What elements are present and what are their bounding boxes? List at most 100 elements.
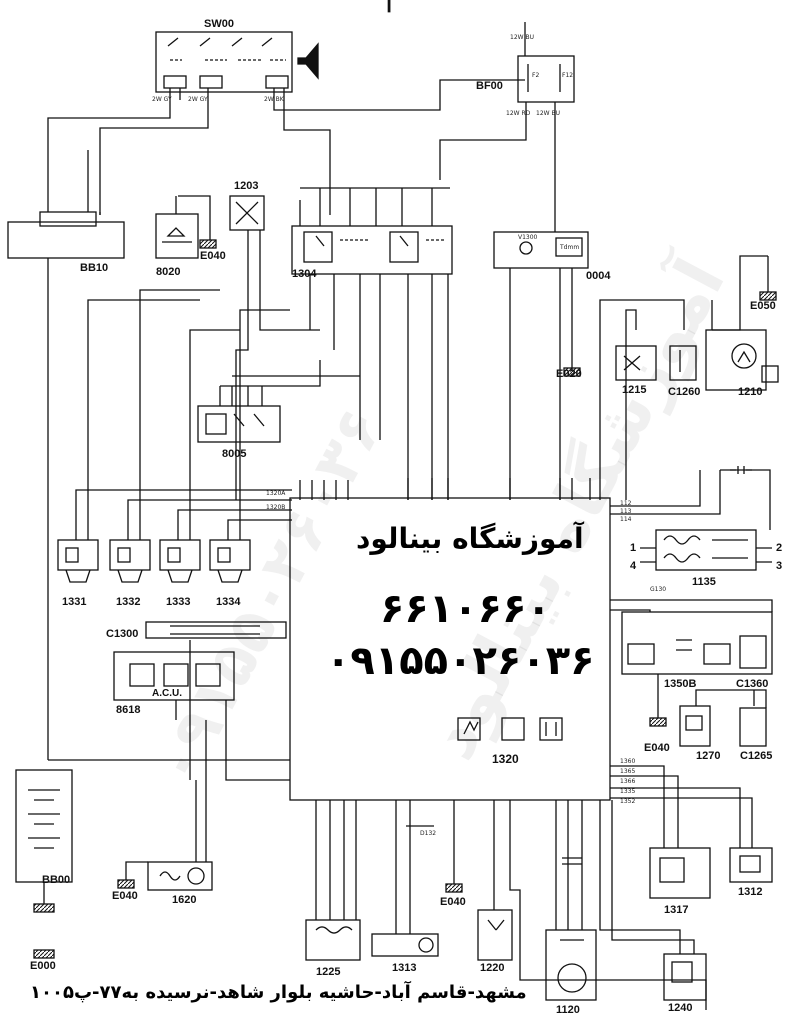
c1265-box — [739, 707, 767, 747]
pin-label: 1335 — [620, 788, 636, 795]
label-e040-mid: E040 — [644, 742, 670, 754]
c1135-box — [655, 529, 757, 571]
label-c1300: C1300 — [106, 628, 139, 640]
label-8618: 8618 — [116, 704, 141, 716]
label-e040-top: E040 — [200, 250, 226, 262]
c8020-box — [155, 213, 199, 259]
school-address: مشهد-قاسم آباد-حاشیه بلوار شاهد-نرسیده ب… — [30, 982, 527, 1003]
pin-label: 1365 — [620, 768, 636, 775]
label-bb10: BB10 — [80, 262, 109, 274]
label-e000: E000 — [30, 960, 56, 972]
c1620-box — [147, 861, 213, 891]
label-1620: 1620 — [172, 894, 197, 906]
label-1332: 1332 — [116, 596, 141, 608]
c1220-box — [477, 909, 513, 961]
label-e050: E050 — [750, 300, 776, 312]
c1260-box — [669, 345, 697, 381]
c1334-box — [209, 539, 251, 571]
c1331-box — [57, 539, 99, 571]
label-1350b: 1350B — [664, 678, 697, 690]
wire-label: 2W GY — [152, 96, 172, 103]
bb10-box — [7, 221, 125, 259]
c1333-box — [159, 539, 201, 571]
pin-label: 114 — [620, 516, 632, 523]
c1350b-box — [621, 611, 773, 675]
label-sw00: SW00 — [204, 18, 234, 30]
label-1331: 1331 — [62, 596, 87, 608]
label-e020: E020 — [556, 368, 582, 380]
pin-1135-3: 3 — [776, 560, 783, 572]
wire-label: 12W BU — [510, 34, 534, 41]
c1313-box — [371, 933, 439, 957]
c1270-box — [679, 705, 711, 747]
pin-1135-2: 2 — [776, 542, 783, 554]
label-bf00: BF00 — [476, 80, 503, 92]
c1120-box — [545, 929, 597, 1001]
label-1313: 1313 — [392, 962, 417, 974]
wire-label: 12W RD — [506, 110, 531, 117]
label-e040-low: E040 — [112, 890, 138, 902]
bf00-box — [517, 55, 575, 103]
c1332-box — [109, 539, 151, 571]
label-1333: 1333 — [166, 596, 191, 608]
pin-label: 1366 — [620, 778, 636, 785]
sw00-box — [155, 31, 293, 93]
label-1210: 1210 — [738, 386, 763, 398]
label-e040-b: E040 — [440, 896, 466, 908]
pin-label: D132 — [420, 830, 437, 837]
pin-1135-1: 1 — [630, 542, 637, 554]
pin-label: 1352 — [620, 798, 636, 805]
wire-label: 2W GY — [188, 96, 208, 103]
school-phone-2: ۰۹۱۵۵۰۲۶۰۳۶ — [326, 638, 595, 684]
c1317-box — [649, 847, 711, 899]
header-fragment: آ — [386, 0, 393, 17]
label-c1260: C1260 — [668, 386, 701, 398]
acu-box — [113, 651, 235, 701]
school-phone-1: ۶۶۱۰۶۶۰ — [380, 586, 551, 632]
pin-label: 112 — [620, 500, 632, 507]
c1240-box — [663, 953, 707, 1001]
school-name: آموزشگاه بینالود — [356, 522, 584, 555]
label-bb00: BB00 — [42, 874, 71, 886]
c1304-box — [291, 225, 453, 275]
label-1317: 1317 — [664, 904, 689, 916]
label-c1360: C1360 — [736, 678, 769, 690]
c0004-box — [493, 231, 589, 269]
label-1215: 1215 — [622, 384, 647, 396]
pin-label: 1320A — [266, 490, 286, 497]
label-1220: 1220 — [480, 962, 505, 974]
bb00-box — [15, 769, 73, 883]
c1320-box — [289, 497, 611, 801]
label-0004: 0004 — [586, 270, 611, 282]
label-8020: 8020 — [156, 266, 181, 278]
fuse-label: F12 — [562, 72, 574, 79]
label-1240: 1240 — [668, 1002, 693, 1014]
pin-1135-4: 4 — [630, 560, 637, 572]
wire-label: 12W BU — [536, 110, 560, 117]
pin-label: 113 — [620, 508, 632, 515]
label-1270: 1270 — [696, 750, 721, 762]
c1215-box — [615, 345, 657, 381]
label-1304: 1304 — [292, 268, 317, 280]
wire-label: 2W BK — [264, 96, 284, 103]
c1225-box — [305, 919, 361, 961]
c8005-box — [197, 405, 281, 443]
c1360-box — [739, 635, 767, 669]
fuse-label: F2 — [532, 72, 540, 79]
label-1135: 1135 — [692, 576, 716, 588]
label-timer: Tdmm — [560, 244, 580, 251]
c1210-box — [705, 329, 767, 391]
c1312-box — [729, 847, 773, 883]
c1300-box — [145, 621, 287, 639]
pin-label: G130 — [650, 586, 667, 593]
pin-label: 1320B — [266, 504, 286, 511]
label-acu: A.C.U. — [152, 688, 182, 699]
label-v1300: V1300 — [518, 234, 538, 241]
label-1203: 1203 — [234, 180, 259, 192]
c1203-box — [229, 195, 265, 231]
label-1120: 1120 — [556, 1004, 580, 1016]
label-1334: 1334 — [216, 596, 241, 608]
horn-icon — [297, 42, 319, 80]
label-1225: 1225 — [316, 966, 341, 978]
